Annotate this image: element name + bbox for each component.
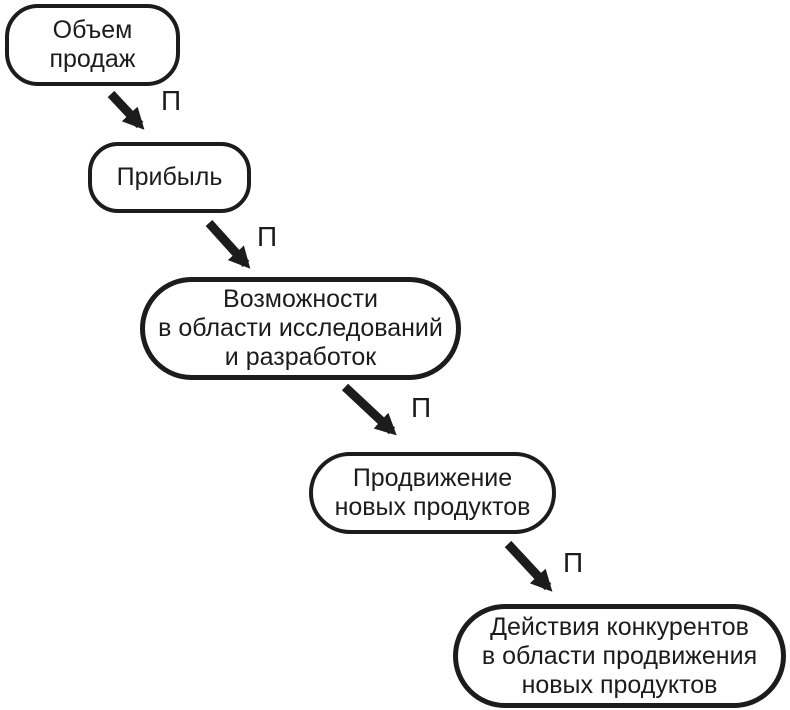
node-profit: Прибыль xyxy=(88,142,251,213)
arrow-sales-to-profit xyxy=(107,90,145,130)
edge-label-p-1: П xyxy=(160,85,182,116)
arrow-promotion-to-competitors xyxy=(504,540,553,592)
node-competitor-actions: Действия конкурентов в области продвижен… xyxy=(453,604,786,708)
edge-label-p-4: П xyxy=(562,547,584,578)
edge-label-p-2: П xyxy=(256,221,278,252)
arrow-profit-to-rnd xyxy=(205,219,251,269)
arrow-rnd-to-promotion xyxy=(341,383,397,436)
node-new-product-promotion: Продвижение новых продуктов xyxy=(309,452,556,534)
node-sales-volume: Объем продаж xyxy=(5,4,180,86)
node-rnd-capabilities: Возможности в области исследований и раз… xyxy=(140,277,461,380)
edge-label-p-3: П xyxy=(410,392,432,423)
